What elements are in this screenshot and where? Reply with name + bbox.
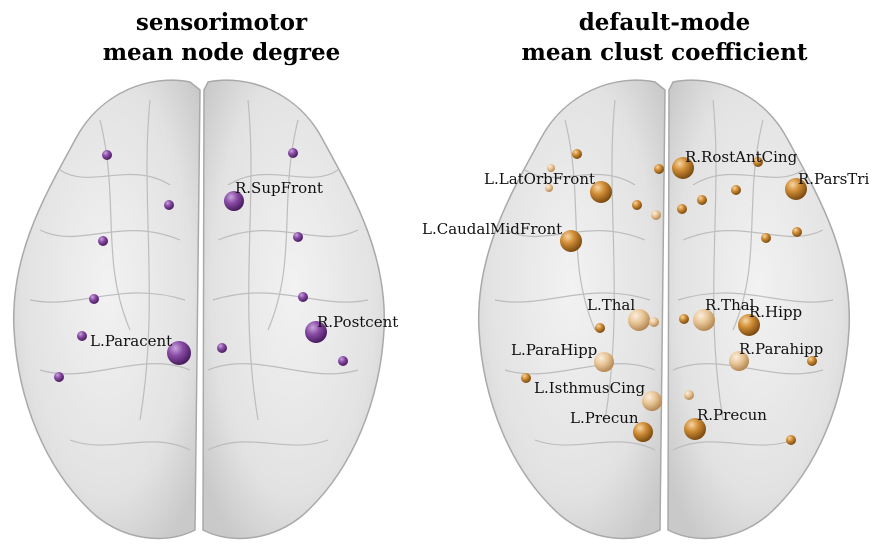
node bbox=[697, 195, 707, 205]
node bbox=[164, 200, 174, 210]
label-r-hipp: R.Hipp bbox=[749, 303, 802, 321]
node bbox=[102, 150, 112, 160]
node bbox=[761, 233, 771, 243]
label-l-latorbfront: L.LatOrbFront bbox=[484, 170, 595, 188]
node bbox=[677, 204, 687, 214]
left-hemisphere bbox=[14, 80, 200, 538]
node bbox=[595, 323, 605, 333]
label-r-postcent: R.Postcent bbox=[317, 313, 398, 331]
label-l-paracent: L.Paracent bbox=[90, 332, 172, 350]
node bbox=[572, 149, 582, 159]
label-r-parstri: R.ParsTri bbox=[798, 170, 869, 188]
sensorimotor-brain bbox=[14, 80, 385, 538]
label-r-parahipp: R.Parahipp bbox=[739, 340, 823, 358]
node bbox=[651, 210, 661, 220]
node bbox=[89, 294, 99, 304]
node bbox=[632, 200, 642, 210]
node bbox=[521, 373, 531, 383]
label-r-thal: R.Thal bbox=[705, 296, 755, 314]
label-l-thal: L.Thal bbox=[587, 296, 635, 314]
node bbox=[288, 148, 298, 158]
node bbox=[731, 185, 741, 195]
node-l-caudalmidfront bbox=[560, 230, 582, 252]
node bbox=[684, 390, 694, 400]
label-l-precun: L.Precun bbox=[570, 409, 639, 427]
node bbox=[338, 356, 348, 366]
node bbox=[298, 292, 308, 302]
node bbox=[786, 435, 796, 445]
node bbox=[792, 227, 802, 237]
node bbox=[679, 314, 689, 324]
label-l-parahipp: L.ParaHipp bbox=[511, 341, 597, 359]
label-l-caudalmidfront: L.CaudalMidFront bbox=[422, 220, 562, 238]
node bbox=[217, 343, 227, 353]
node bbox=[98, 236, 108, 246]
label-l-isthmuscing: L.IsthmusCing bbox=[534, 379, 646, 397]
label-r-rostantcing: R.RostAntCing bbox=[685, 148, 798, 166]
node bbox=[54, 372, 64, 382]
node bbox=[649, 317, 659, 327]
label-r-precun: R.Precun bbox=[697, 406, 767, 424]
node bbox=[293, 232, 303, 242]
node bbox=[654, 164, 664, 174]
node bbox=[77, 331, 87, 341]
label-r-supfront: R.SupFront bbox=[235, 179, 323, 197]
